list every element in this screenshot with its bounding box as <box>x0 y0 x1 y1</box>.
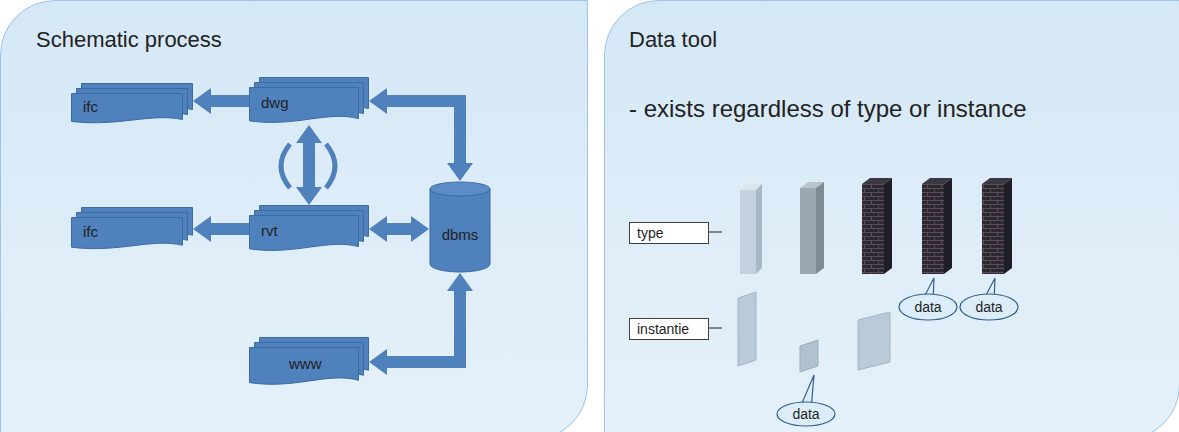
data-callout: data <box>776 401 836 427</box>
data-callout: data <box>898 293 958 321</box>
cylinder-body <box>430 189 490 272</box>
label-box: type <box>629 222 709 244</box>
node-label: type <box>637 225 663 241</box>
document-stack: rvt <box>249 205 369 253</box>
panel: Data tool - exists regardless of type or … <box>604 0 1179 432</box>
node-label: ifc <box>83 223 98 240</box>
document-sheet <box>250 216 359 251</box>
node-label: ifc <box>83 98 98 115</box>
label-box: instantie <box>629 318 709 340</box>
node-label: dwg <box>261 94 289 111</box>
document-stack: ifc <box>71 207 193 251</box>
node-label: data <box>792 406 819 422</box>
node-label: dbms <box>442 226 479 243</box>
document-sheet <box>72 218 183 249</box>
document-sheet <box>250 88 359 123</box>
panel-title: Data tool <box>629 27 717 52</box>
callout-ellipse <box>960 294 1018 320</box>
panel: Schematic process ifc dwg ifc rvt dbms www <box>0 0 588 432</box>
document-sheet <box>72 94 183 123</box>
cylinder-top <box>430 182 490 196</box>
panel-subtitle: - exists regardless of type or instance <box>629 95 1027 123</box>
document-stack: ifc <box>71 83 193 125</box>
node-label: data <box>975 299 1002 315</box>
document-sheet <box>250 348 359 385</box>
node-label: www <box>289 355 322 372</box>
database-cylinder: dbms <box>429 181 491 273</box>
panel-title: Schematic process <box>36 27 222 52</box>
document-stack: www <box>249 337 369 387</box>
document-stack: dwg <box>249 77 369 125</box>
node-label: rvt <box>261 222 278 239</box>
data-callout: data <box>959 293 1019 321</box>
node-label: instantie <box>637 321 689 337</box>
callout-ellipse <box>899 294 957 320</box>
node-label: data <box>914 299 941 315</box>
callout-ellipse <box>777 402 835 426</box>
